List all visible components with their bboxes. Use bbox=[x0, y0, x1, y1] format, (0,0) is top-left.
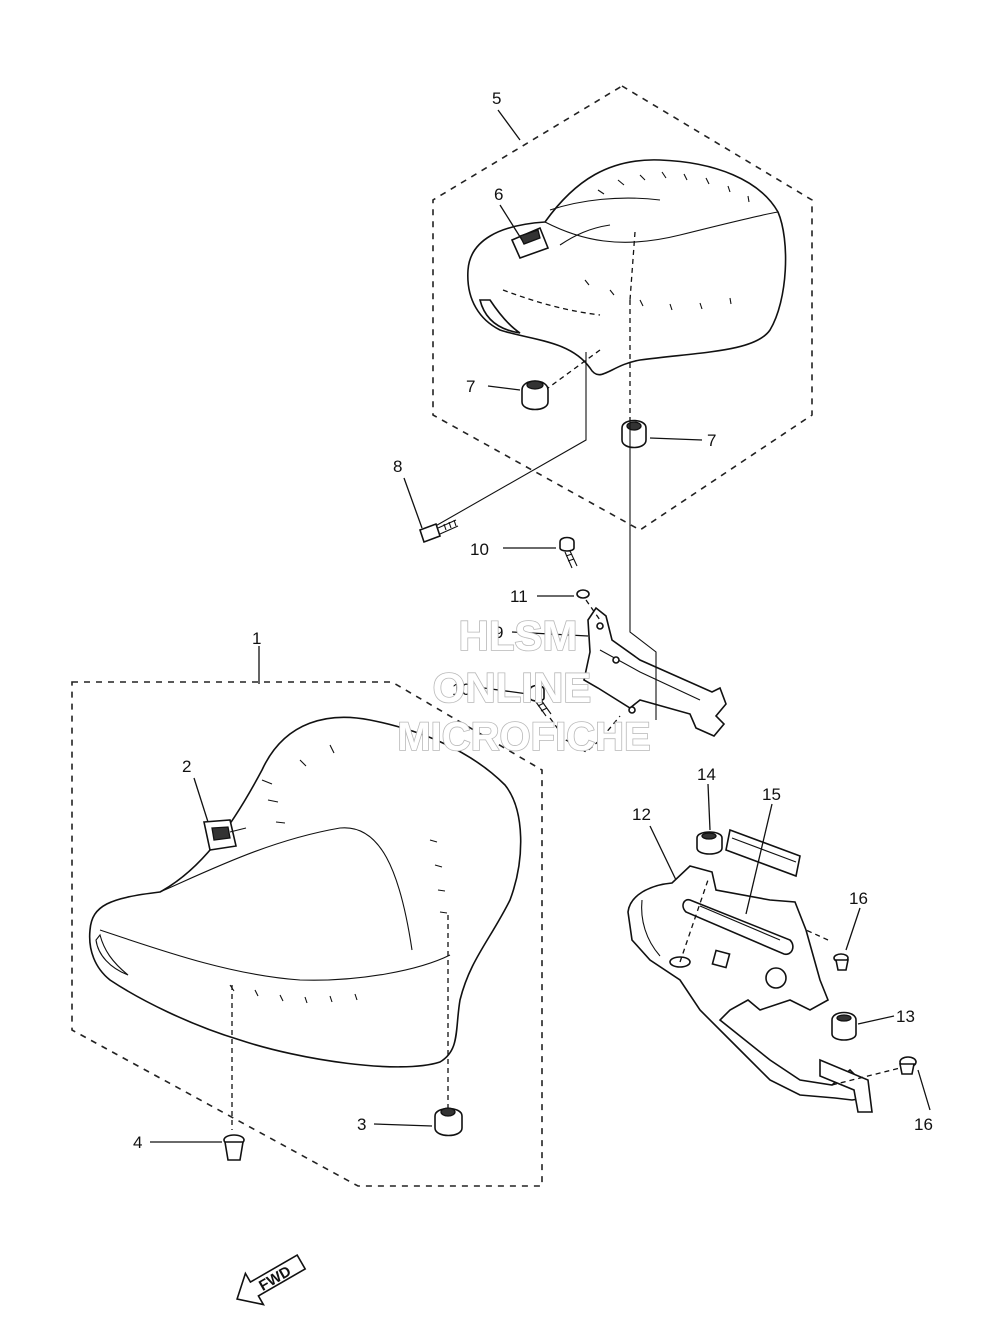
bolt-10-lower[interactable] bbox=[529, 684, 552, 717]
collar-4[interactable] bbox=[223, 1134, 245, 1161]
rear-seat-boundary bbox=[432, 85, 813, 531]
callout-labels: 1 2 3 4 5 6 7 7 8 9 10 10 11 12 13 14 15… bbox=[133, 89, 933, 1152]
bolt-8[interactable] bbox=[418, 519, 459, 544]
callout-6: 6 bbox=[494, 185, 503, 204]
grommet-13[interactable] bbox=[831, 1011, 857, 1041]
callout-8: 8 bbox=[393, 457, 402, 476]
washer-11[interactable] bbox=[576, 589, 590, 599]
fwd-arrow-icon bbox=[236, 1253, 307, 1306]
callout-7-left: 7 bbox=[466, 377, 475, 396]
screw-16-lower[interactable] bbox=[899, 1056, 917, 1075]
grommet-3[interactable] bbox=[434, 1107, 463, 1137]
callout-4: 4 bbox=[133, 1133, 142, 1152]
callout-16-upper: 16 bbox=[849, 889, 868, 908]
seat-bracket-9[interactable] bbox=[583, 420, 727, 737]
callout-5: 5 bbox=[492, 89, 501, 108]
watermark-line-2: ONLINE bbox=[433, 664, 592, 711]
callout-12: 12 bbox=[632, 805, 651, 824]
watermark: HLSM ONLINE MICROFICHE bbox=[397, 611, 652, 760]
callout-2: 2 bbox=[182, 757, 191, 776]
callout-15: 15 bbox=[762, 785, 781, 804]
front-seat-boundary bbox=[71, 681, 543, 1187]
leader-lines bbox=[150, 109, 931, 1143]
bolt-10-upper[interactable] bbox=[559, 536, 578, 569]
callout-10-lower: 10 bbox=[452, 680, 471, 699]
callout-13: 13 bbox=[896, 1007, 915, 1026]
callout-10-upper: 10 bbox=[470, 540, 489, 559]
callout-11: 11 bbox=[510, 587, 528, 606]
callout-7-right: 7 bbox=[707, 431, 716, 450]
grommet-14[interactable] bbox=[696, 831, 723, 855]
watermark-line-1: HLSM bbox=[459, 612, 578, 659]
callout-9: 9 bbox=[494, 623, 503, 642]
front-seat-group bbox=[71, 681, 543, 1187]
callout-14: 14 bbox=[697, 765, 716, 784]
side-cover-12[interactable] bbox=[627, 865, 873, 1113]
callout-3: 3 bbox=[357, 1115, 366, 1134]
watermark-line-3: MICROFICHE bbox=[397, 715, 650, 759]
grommet-7-left[interactable] bbox=[521, 380, 549, 411]
rear-seat-group bbox=[431, 85, 813, 531]
grommet-7-right[interactable] bbox=[621, 419, 647, 449]
rear-seat-part[interactable] bbox=[467, 159, 787, 376]
screw-16-upper[interactable] bbox=[833, 953, 849, 971]
damper-15[interactable] bbox=[725, 828, 801, 878]
callout-1: 1 bbox=[252, 629, 261, 648]
forward-direction-arrow: FWD bbox=[236, 1253, 307, 1306]
callout-16-lower: 16 bbox=[914, 1115, 933, 1134]
front-seat-part[interactable] bbox=[88, 716, 522, 1068]
